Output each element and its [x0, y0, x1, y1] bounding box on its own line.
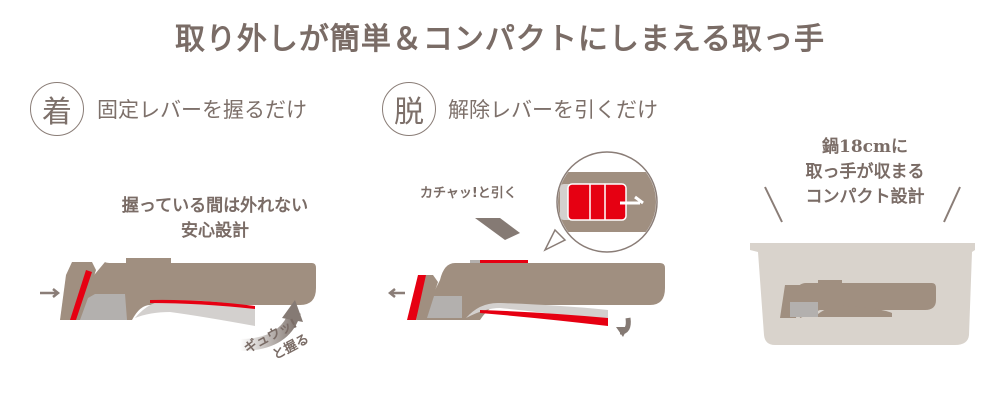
slide-arrow-icon: [475, 218, 520, 240]
release-lever: [567, 183, 627, 221]
gray-block: [80, 294, 127, 320]
pull-arrow-icon: [387, 288, 405, 298]
red-lever: [70, 270, 92, 320]
page-title: 取り外しが簡単＆コンパクトにしまえる取っ手: [174, 22, 826, 57]
detach-handle-illustration: [387, 151, 665, 337]
attach-caption: 握っている間は外れない 安心設計: [100, 194, 330, 244]
handle-body: [420, 263, 665, 320]
compact-caption-line1: 鍋18cmに: [822, 137, 908, 157]
attach-heading: 固定レバーを握るだけ: [97, 98, 307, 122]
red-lever: [407, 275, 428, 320]
attach-badge: 着: [30, 82, 84, 136]
attach-handle-illustration: [40, 258, 316, 351]
compact-caption-line3: コンパクト設計: [805, 187, 925, 207]
handle-body: [78, 262, 316, 320]
attach-caption-line1: 握っている間は外れない: [121, 196, 309, 216]
push-arrow-icon: [40, 288, 61, 298]
compact-caption-line2: 取っ手が収まる: [805, 162, 925, 182]
pull-label: カチャッ!と引く: [420, 186, 517, 201]
detach-badge: 脱: [382, 82, 436, 136]
attach-caption-line2: 安心設計: [181, 221, 249, 241]
detach-heading: 解除レバーを引くだけ: [448, 98, 658, 122]
pot-illustration: [750, 186, 975, 345]
compact-caption: 鍋18cmに 取っ手が収まる コンパクト設計: [760, 135, 970, 210]
